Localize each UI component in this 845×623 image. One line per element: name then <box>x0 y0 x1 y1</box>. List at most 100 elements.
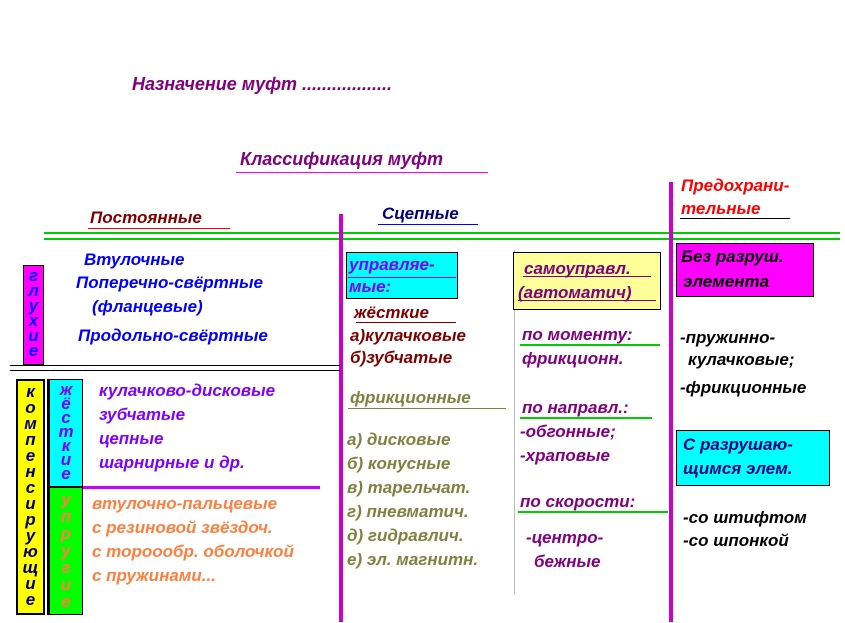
nondestructive-item: -пружинно- <box>680 328 776 347</box>
vertical-letter: ю <box>23 542 38 561</box>
friction-item: е) эл. магнитн. <box>347 550 479 569</box>
vertical-letter: у <box>28 296 39 315</box>
vertical-letter: ё <box>61 394 71 413</box>
vertical-letter: х <box>28 311 39 330</box>
header-safety-line1: Предохрани- <box>681 176 790 195</box>
friction-item: г) пневматич. <box>347 502 469 521</box>
destructive-item: -со штифтом <box>683 508 807 527</box>
auto-torque-item: фрикционн. <box>522 349 624 368</box>
rigid-item: (фланцевые) <box>92 297 203 316</box>
vertical-letter: е <box>25 446 36 465</box>
vertical-letter: н <box>25 462 36 481</box>
vertical-letter: р <box>25 510 36 529</box>
nondestructive-box: Без разруш. элемента <box>676 243 814 297</box>
compensating-divider <box>47 379 49 615</box>
elastic-item: с тороообр. оболочкой <box>92 542 294 561</box>
vertical-letter: т <box>58 422 74 441</box>
main-separator-bottom <box>44 238 840 240</box>
nondestructive-label-line2: элемента <box>683 272 770 291</box>
elastic-item: с пружинами... <box>92 566 216 585</box>
destructive-label-line2: щимся элем. <box>683 459 793 478</box>
clutch-rigid-item: б)зубчатые <box>350 348 453 367</box>
friction-item: д) гидравлич. <box>347 526 464 545</box>
automatic-label-line1: самоуправл. <box>524 259 631 278</box>
vertical-letter: и <box>28 326 39 345</box>
friction-item: а) дисковые <box>347 430 451 449</box>
vertical-letter: и <box>60 575 72 594</box>
page-title: Назначение муфт .................. <box>132 74 393 94</box>
rigid-item: Поперечно-свёртные <box>76 273 264 292</box>
nondestructive-item: кулачковые; <box>688 350 795 369</box>
automatic-underline-1 <box>523 276 651 277</box>
classification-title: Классификация муфт <box>240 149 444 169</box>
header-permanent-underline <box>88 228 230 229</box>
divider-clutch-inner <box>514 250 515 595</box>
vertical-letter: е <box>25 590 36 609</box>
auto-direction-underline <box>520 417 652 419</box>
elastic-item: с резиновой звёздоч. <box>92 518 273 537</box>
divider-permanent-clutch <box>339 214 343 622</box>
auto-speed-item: -центро- <box>526 528 604 547</box>
header-clutch: Сцепные <box>382 204 459 223</box>
vertical-letter: п <box>60 507 72 526</box>
auto-direction-item: -обгонные; <box>520 422 616 441</box>
automatic-box: самоуправл. (автоматич) <box>513 252 661 310</box>
clutch-friction-underline <box>348 408 506 409</box>
controlled-label-line1: управляе- <box>349 255 435 274</box>
auto-torque-underline <box>520 344 660 346</box>
rigid-separator <box>10 365 340 366</box>
main-separator-top <box>44 232 840 234</box>
clutch-rigid-item: а)кулачковые <box>350 326 466 345</box>
header-safety-underline <box>680 218 790 219</box>
vertical-letter: у <box>61 541 71 560</box>
auto-speed-label: по скорости: <box>520 492 636 511</box>
divider-clutch-safety <box>669 182 673 622</box>
vertical-letter: м <box>24 414 37 433</box>
auto-direction-item: -храповые <box>520 446 610 465</box>
vertical-letter: и <box>60 450 72 469</box>
vertical-letter: е <box>61 464 71 483</box>
header-safety-line2: тельные <box>681 199 761 218</box>
auto-direction-label: по направл.: <box>522 398 629 417</box>
vertical-letter: к <box>61 436 71 455</box>
rigid-item: Продольно-свёртные <box>78 326 268 345</box>
clutch-rigid-label: жёсткие <box>354 303 429 322</box>
nondestructive-item: -фрикционные <box>680 378 807 397</box>
header-clutch-underline <box>378 224 478 225</box>
rigid-item: Втулочные <box>84 250 185 269</box>
friction-item: в) тарельчат. <box>347 478 471 497</box>
elastic-item: втулочно-пальцевые <box>92 494 278 513</box>
vertical-letter: с <box>61 408 71 427</box>
stiff-item: шарнирные и др. <box>99 453 245 472</box>
destructive-item: -со шпонкой <box>683 531 789 550</box>
vertical-letter: г <box>28 266 39 285</box>
vertical-letter: е <box>28 341 39 360</box>
vertical-letter: р <box>60 524 72 543</box>
vertical-letter: п <box>25 430 36 449</box>
auto-speed-underline <box>518 511 668 513</box>
controlled-label-line2: мые: <box>349 277 392 296</box>
auto-torque-label: по моменту: <box>522 325 633 344</box>
vertical-letter: л <box>28 281 39 300</box>
vertical-letter: г <box>61 558 71 577</box>
vertical-letter: щ <box>22 558 39 577</box>
rigid-separator-2 <box>10 370 340 371</box>
stiff-item: кулачково-дисковые <box>99 381 276 400</box>
vertical-letter: к <box>26 382 35 401</box>
classification-underline <box>236 172 488 173</box>
stiff-item: цепные <box>99 429 164 448</box>
clutch-friction-label: фрикционные <box>350 388 471 407</box>
header-permanent: Постоянные <box>90 208 202 227</box>
controlled-box: управляе- мые: <box>346 252 458 299</box>
stiff-elastic-separator <box>83 486 320 489</box>
automatic-label-line2: (автоматич) <box>518 283 632 302</box>
controlled-underline <box>348 277 456 278</box>
destructive-box: С разрушаю- щимся элем. <box>676 430 830 486</box>
